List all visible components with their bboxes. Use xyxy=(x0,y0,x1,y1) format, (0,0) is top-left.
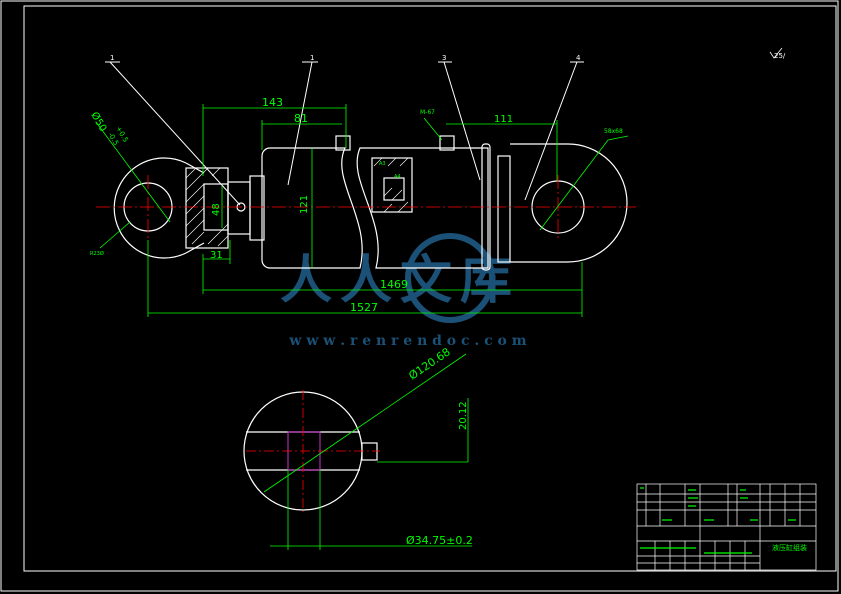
dim-eye-diameter: Ø50 xyxy=(88,110,109,134)
rod-end-block xyxy=(185,167,229,249)
dim-port-thread: M-67 xyxy=(420,109,435,116)
centerlines xyxy=(96,175,636,240)
dimension-texts: Ø50 +0.5 -0.5 R23Ø 143 81 48 31 121 M-67… xyxy=(88,96,623,314)
balloon-2-label: 1 xyxy=(310,54,314,62)
dim-31: 31 xyxy=(210,250,223,261)
piston-boss xyxy=(361,442,378,461)
right-clevis-eye xyxy=(497,143,628,263)
dim-48: 48 xyxy=(211,203,222,216)
watermark: 人人文库 w w w . r e n r e n d o c . c o m xyxy=(280,233,527,349)
watermark-ring xyxy=(405,233,495,323)
dim-121: 121 xyxy=(299,195,310,214)
balloon-1-label: 1 xyxy=(110,54,114,62)
dim-1527: 1527 xyxy=(350,301,378,314)
inner-border xyxy=(23,5,837,572)
piston-section-view: Ø120.68 20.12 Ø34.75±0.2 xyxy=(243,345,473,550)
dim-1469: 1469 xyxy=(380,278,408,291)
dim-rod-end: 58x68 xyxy=(604,128,623,135)
left-clevis-eye xyxy=(113,157,205,259)
section-mark-a4: A4 xyxy=(394,174,401,180)
dimension-lines xyxy=(95,104,629,317)
roughness-note: 25/ xyxy=(769,47,786,60)
watermark-logo-text: 人人文库 xyxy=(280,250,520,311)
title-block xyxy=(636,483,817,571)
part-balloons xyxy=(105,61,584,206)
dim-111: 111 xyxy=(494,114,513,125)
dim-81: 81 xyxy=(294,112,308,125)
watermark-url: w w w . r e n r e n d o c . c o m xyxy=(288,333,526,349)
piston-rod-gland xyxy=(227,175,265,241)
dim-143: 143 xyxy=(262,96,283,109)
dim-eye-outer: R23Ø xyxy=(90,250,104,257)
dim-120-68: Ø120.68 xyxy=(406,345,452,382)
balloon-3-label: 3 xyxy=(442,54,446,62)
balloon-labels: 1 1 3 4 xyxy=(110,54,581,62)
roughness-note-text: 25/ xyxy=(774,52,786,60)
balloon-4-label: 4 xyxy=(576,54,581,62)
section-mark-a3: A3 xyxy=(379,161,386,167)
section-marks: A3 A4 xyxy=(379,161,401,180)
dim-20-12: 20.12 xyxy=(458,401,469,430)
dim-34-75: Ø34.75±0.2 xyxy=(406,534,473,547)
title-block-drawing-title: 液压缸组装 xyxy=(772,543,807,552)
